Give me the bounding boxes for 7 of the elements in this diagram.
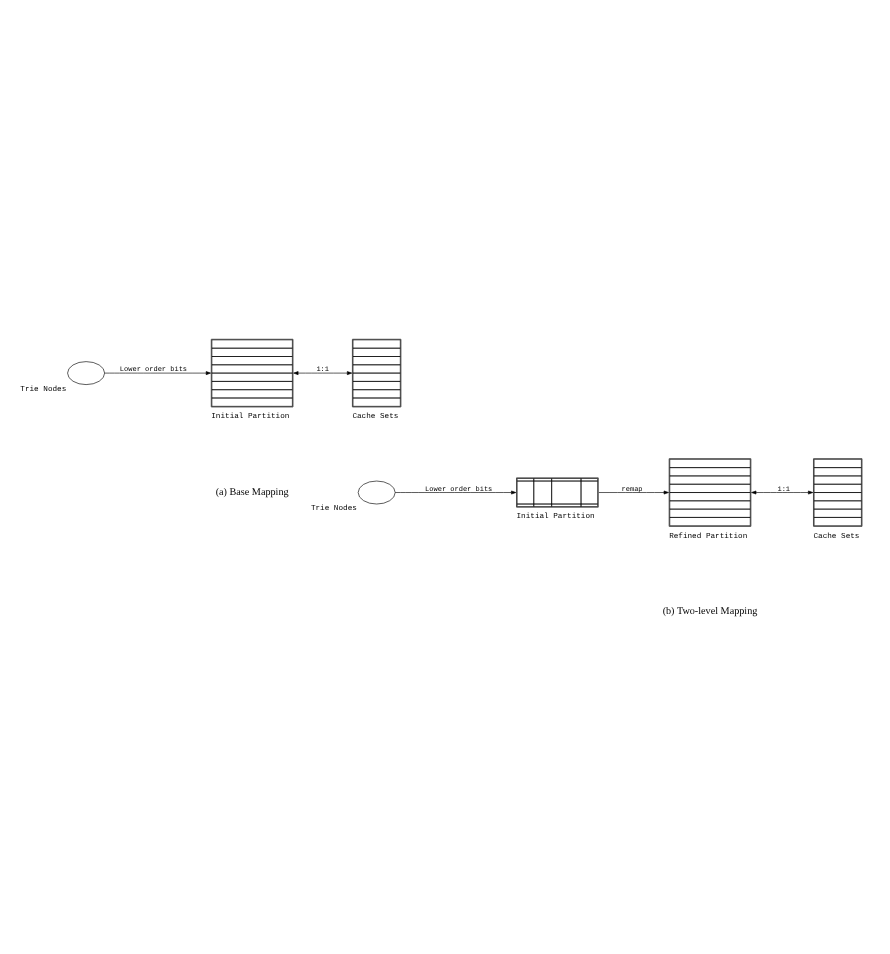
node-ellipse <box>67 360 105 384</box>
arrow <box>104 370 211 374</box>
node-ellipse <box>357 479 396 504</box>
arrow <box>394 489 517 494</box>
arrow <box>598 489 669 494</box>
arrow <box>751 489 814 494</box>
arrow <box>293 370 353 374</box>
